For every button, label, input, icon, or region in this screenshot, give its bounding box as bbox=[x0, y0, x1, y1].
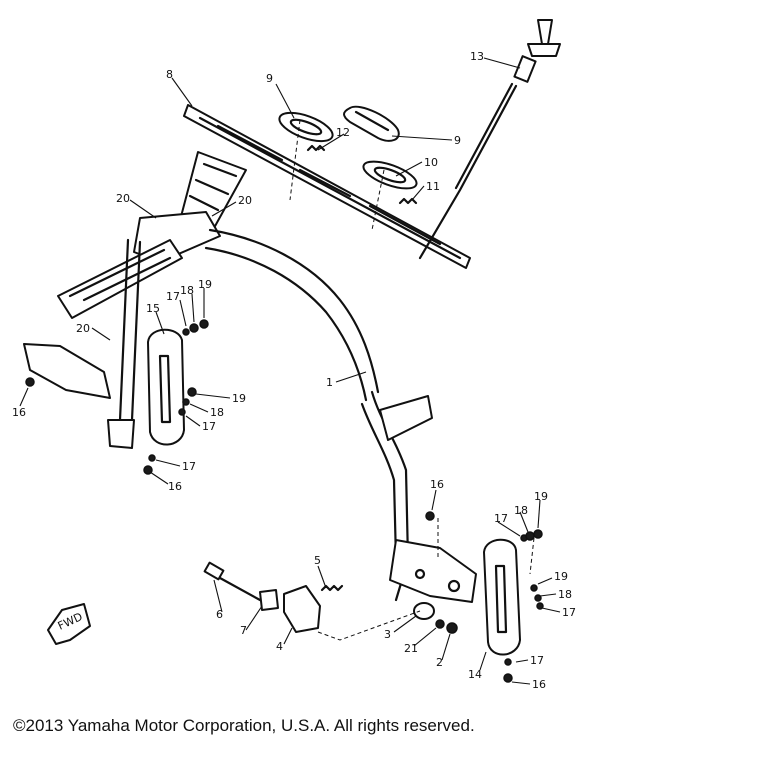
label-part-17-b: 17 bbox=[202, 420, 216, 433]
label-part-10-upper: 9 bbox=[266, 72, 273, 85]
part-9-pad bbox=[343, 105, 400, 142]
label-part-16-c: 16 bbox=[430, 478, 444, 491]
part-10-pad-lower bbox=[362, 160, 418, 190]
label-part-8: 8 bbox=[166, 68, 173, 81]
label-part-19-d: 19 bbox=[554, 570, 568, 583]
label-part-12: 12 bbox=[336, 126, 350, 139]
label-part-11: 11 bbox=[426, 180, 440, 193]
part-14-footrest bbox=[483, 538, 521, 656]
hardware-left-upper bbox=[25, 319, 209, 475]
label-part-14: 14 bbox=[468, 668, 482, 681]
part-15-footrest bbox=[147, 328, 185, 446]
label-part-17-c: 17 bbox=[182, 460, 196, 473]
part-4-block bbox=[283, 585, 321, 633]
label-part-19-a: 19 bbox=[198, 278, 212, 291]
hardware-right bbox=[425, 511, 544, 683]
guide-lines bbox=[289, 119, 535, 641]
label-part-6: 6 bbox=[216, 608, 223, 621]
label-part-17-a: 17 bbox=[166, 290, 180, 303]
leader-lines bbox=[19, 57, 561, 685]
label-part-16-d: 16 bbox=[532, 678, 546, 691]
label-part-17-e: 17 bbox=[562, 606, 576, 619]
label-part-1: 1 bbox=[326, 376, 333, 389]
label-part-16-a: 16 bbox=[12, 406, 26, 419]
label-part-20-b: 20 bbox=[238, 194, 252, 207]
label-part-9: 9 bbox=[454, 134, 461, 147]
part-13-cable bbox=[418, 19, 561, 260]
label-part-10-lower: 10 bbox=[424, 156, 438, 169]
copyright-notice: ©2013 Yamaha Motor Corporation, U.S.A. A… bbox=[13, 716, 475, 735]
label-part-3: 3 bbox=[384, 628, 391, 641]
label-part-2: 2 bbox=[436, 656, 443, 669]
label-part-20-c: 20 bbox=[76, 322, 90, 335]
part-8-bracket-plate bbox=[183, 104, 471, 269]
label-part-7: 7 bbox=[240, 624, 247, 637]
part-3-washer bbox=[413, 602, 435, 620]
label-part-17-d: 17 bbox=[494, 512, 508, 525]
label-part-18-a: 18 bbox=[180, 284, 194, 297]
label-part-13: 13 bbox=[470, 50, 484, 63]
label-part-17-f: 17 bbox=[530, 654, 544, 667]
part-10-pad-upper bbox=[278, 111, 334, 143]
label-part-19-b: 19 bbox=[232, 392, 246, 405]
label-part-18-b: 18 bbox=[210, 406, 224, 419]
callout-labels: 8 9 12 9 10 11 13 20 20 20 1 16 15 17 18… bbox=[12, 50, 576, 691]
label-part-20-a: 20 bbox=[116, 192, 130, 205]
label-part-15: 15 bbox=[146, 302, 160, 315]
part-20-side-plate bbox=[57, 239, 183, 319]
part-2-bolt bbox=[446, 622, 458, 634]
part-7-washer bbox=[259, 589, 279, 611]
label-part-5: 5 bbox=[314, 554, 321, 567]
label-part-16-b: 16 bbox=[168, 480, 182, 493]
label-part-19-c: 19 bbox=[534, 490, 548, 503]
part-6-bolt bbox=[203, 561, 262, 602]
part-11-spring bbox=[398, 197, 418, 205]
fwd-arrow-icon: FWD bbox=[47, 603, 91, 645]
label-part-4: 4 bbox=[276, 640, 283, 653]
label-part-18-d: 18 bbox=[558, 588, 572, 601]
part-20-handle-bracket bbox=[133, 151, 247, 263]
part-21-nut bbox=[435, 619, 445, 629]
label-part-21: 21 bbox=[404, 642, 418, 655]
label-part-18-c: 18 bbox=[514, 504, 528, 517]
part-1-frame bbox=[23, 228, 477, 603]
parts-exploded-diagram: FWD 8 9 12 9 10 11 13 20 20 20 1 16 15 1… bbox=[12, 19, 576, 691]
